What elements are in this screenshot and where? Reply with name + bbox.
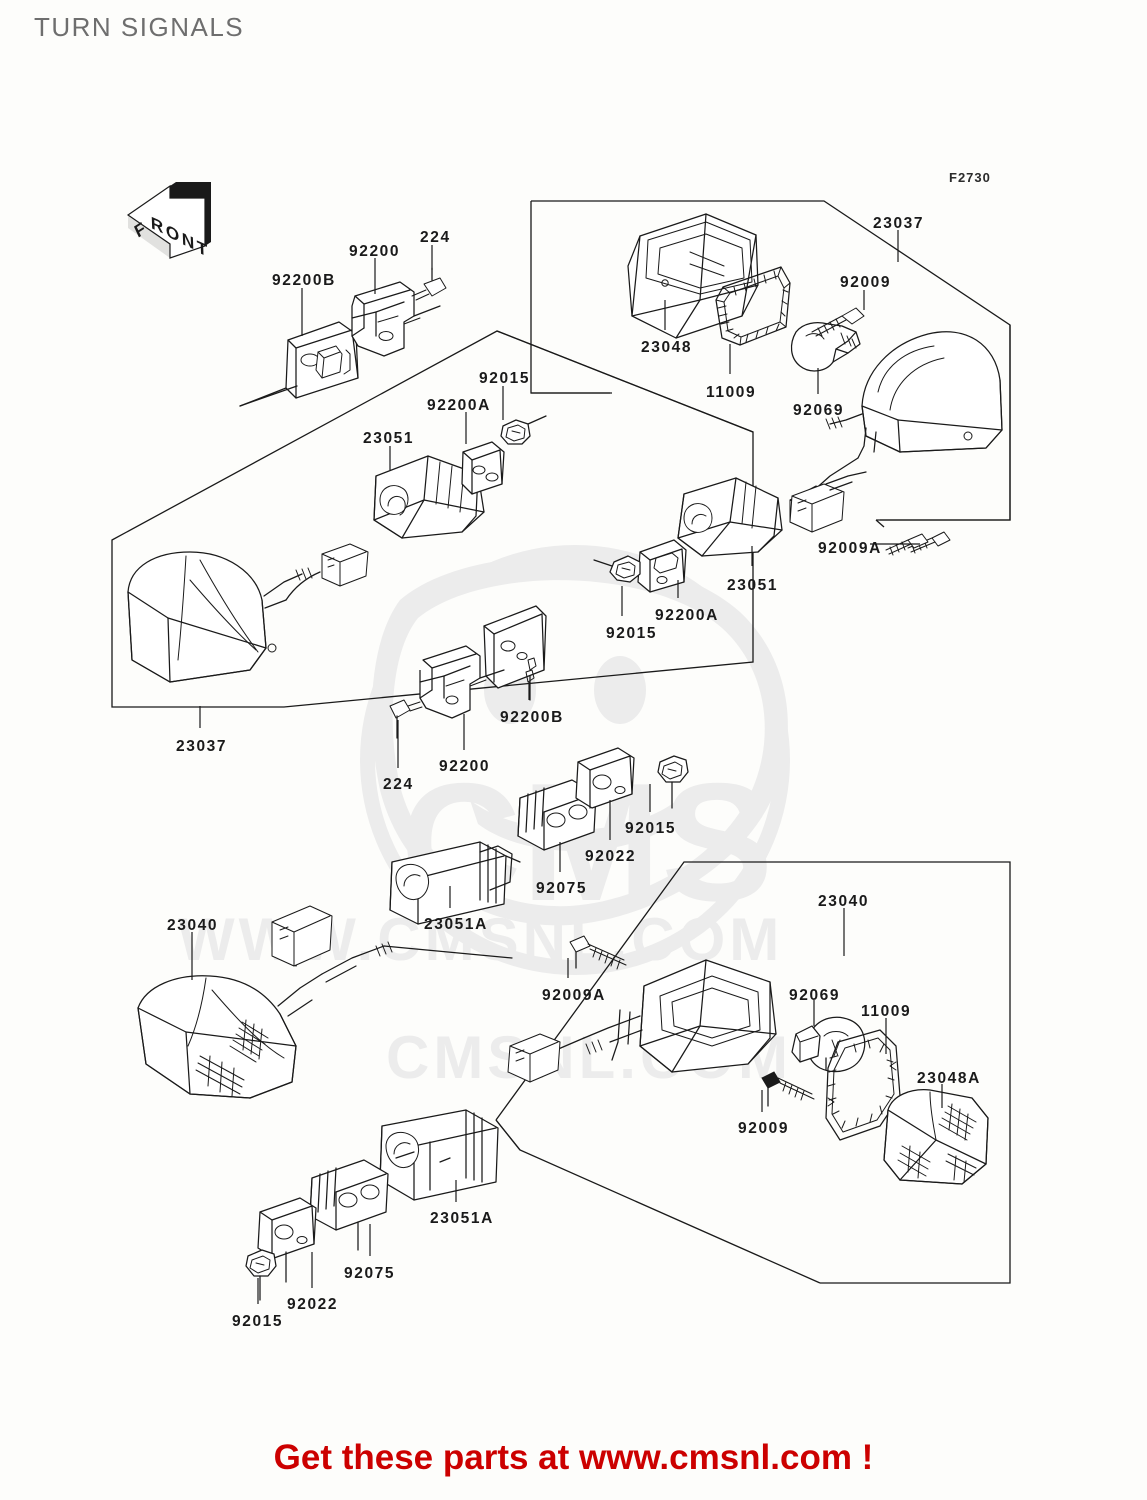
part-23051A-socket-bottom bbox=[379, 1109, 499, 1201]
part-92022-washer-bottom bbox=[257, 1197, 317, 1283]
part-23048-front-lens bbox=[627, 213, 759, 339]
part-23040-rear-signal-right bbox=[507, 959, 777, 1083]
part-label-92069: 92069 bbox=[793, 402, 845, 419]
part-label-23037: 23037 bbox=[176, 738, 228, 755]
part-label-92075: 92075 bbox=[344, 1265, 396, 1282]
part-92200A-washer-mid bbox=[461, 441, 505, 495]
part-92015-nut-bottom bbox=[245, 1249, 277, 1301]
part-label-23037: 23037 bbox=[873, 215, 925, 232]
part-23051-socket-midright bbox=[677, 477, 783, 557]
part-92009-screw bbox=[811, 307, 865, 337]
part-92015-nut-mid2 bbox=[657, 755, 689, 809]
part-label-92009a: 92009A bbox=[542, 987, 606, 1004]
part-label-92200: 92200 bbox=[349, 243, 401, 260]
part-label-92200: 92200 bbox=[439, 758, 491, 775]
part-label-92200b: 92200B bbox=[500, 709, 564, 726]
part-23051A-socket-mid bbox=[389, 841, 521, 925]
part-92022-washer-mid bbox=[575, 747, 635, 809]
svg-text:R: R bbox=[150, 213, 163, 237]
part-92200-bracket-mid bbox=[419, 645, 505, 719]
footer-cta: Get these parts at www.cmsnl.com ! bbox=[273, 1438, 874, 1477]
part-23037-front-signal-left bbox=[127, 543, 369, 683]
part-label-92009: 92009 bbox=[840, 274, 892, 291]
part-23040-rear-signal-left bbox=[137, 905, 513, 1099]
part-92200-bracket-upper bbox=[351, 281, 441, 357]
part-92200B-plate-mid bbox=[483, 605, 547, 701]
part-11009-gasket bbox=[715, 266, 791, 346]
part-23048A-rear-lens bbox=[883, 1089, 989, 1185]
part-label-11009: 11009 bbox=[706, 384, 757, 401]
part-label-92022: 92022 bbox=[287, 1296, 339, 1313]
part-label-92069: 92069 bbox=[789, 987, 841, 1004]
part-224-screw-mid bbox=[389, 699, 423, 739]
part-label-23040: 23040 bbox=[818, 893, 870, 910]
part-label-23048: 23048 bbox=[641, 339, 693, 356]
diagram-code: F2730 bbox=[949, 170, 991, 185]
part-label-23051a: 23051A bbox=[430, 1210, 494, 1227]
part-11009-gasket-rear bbox=[825, 1029, 901, 1141]
part-label-92075: 92075 bbox=[536, 880, 588, 897]
part-label-92015: 92015 bbox=[606, 625, 658, 642]
svg-text:O: O bbox=[165, 221, 179, 246]
part-92015-nut-midright bbox=[593, 555, 641, 583]
part-label-92009a: 92009A bbox=[818, 540, 882, 557]
part-label-92009: 92009 bbox=[738, 1120, 790, 1137]
part-label-224: 224 bbox=[420, 229, 451, 246]
part-label-92200a: 92200A bbox=[655, 607, 719, 624]
panel-rear-right bbox=[495, 861, 1011, 1284]
part-23051-socket-midleft bbox=[373, 455, 485, 539]
part-224-screw-upper bbox=[411, 267, 447, 301]
part-label-92015: 92015 bbox=[479, 370, 531, 387]
part-label-11009: 11009 bbox=[861, 1003, 912, 1020]
leader-lines bbox=[191, 230, 943, 1304]
part-label-92022: 92022 bbox=[585, 848, 637, 865]
part-92200B-plate-upper bbox=[239, 321, 359, 407]
part-label-92015: 92015 bbox=[625, 820, 677, 837]
panel-rear-left bbox=[495, 1119, 521, 1151]
part-label-92200a: 92200A bbox=[427, 397, 491, 414]
part-label-23040: 23040 bbox=[167, 917, 219, 934]
part-label-23051: 23051 bbox=[727, 577, 779, 594]
svg-text:T: T bbox=[196, 237, 207, 261]
part-label-92200b: 92200B bbox=[272, 272, 336, 289]
part-92069-bulb-rear bbox=[791, 1016, 866, 1073]
part-92200A-washer-midright bbox=[637, 539, 687, 593]
page-title: TURN SIGNALS bbox=[34, 12, 245, 42]
part-92015-nut-mid bbox=[500, 415, 547, 445]
part-label-92015: 92015 bbox=[232, 1313, 284, 1330]
part-92075-damper-bottom bbox=[309, 1159, 389, 1251]
part-label-23051a: 23051A bbox=[424, 916, 488, 933]
svg-text:N: N bbox=[181, 229, 194, 253]
part-label-224: 224 bbox=[383, 776, 414, 793]
part-92069-bulb bbox=[790, 322, 861, 372]
part-label-23051: 23051 bbox=[363, 430, 415, 447]
part-label-23048a: 23048A bbox=[917, 1070, 981, 1087]
part-92009A-screw-rear bbox=[569, 935, 627, 970]
front-arrow-icon: F R O N T bbox=[126, 182, 211, 261]
panel-mid-hardware bbox=[496, 330, 754, 433]
part-92009-screw-rear bbox=[761, 1071, 815, 1107]
